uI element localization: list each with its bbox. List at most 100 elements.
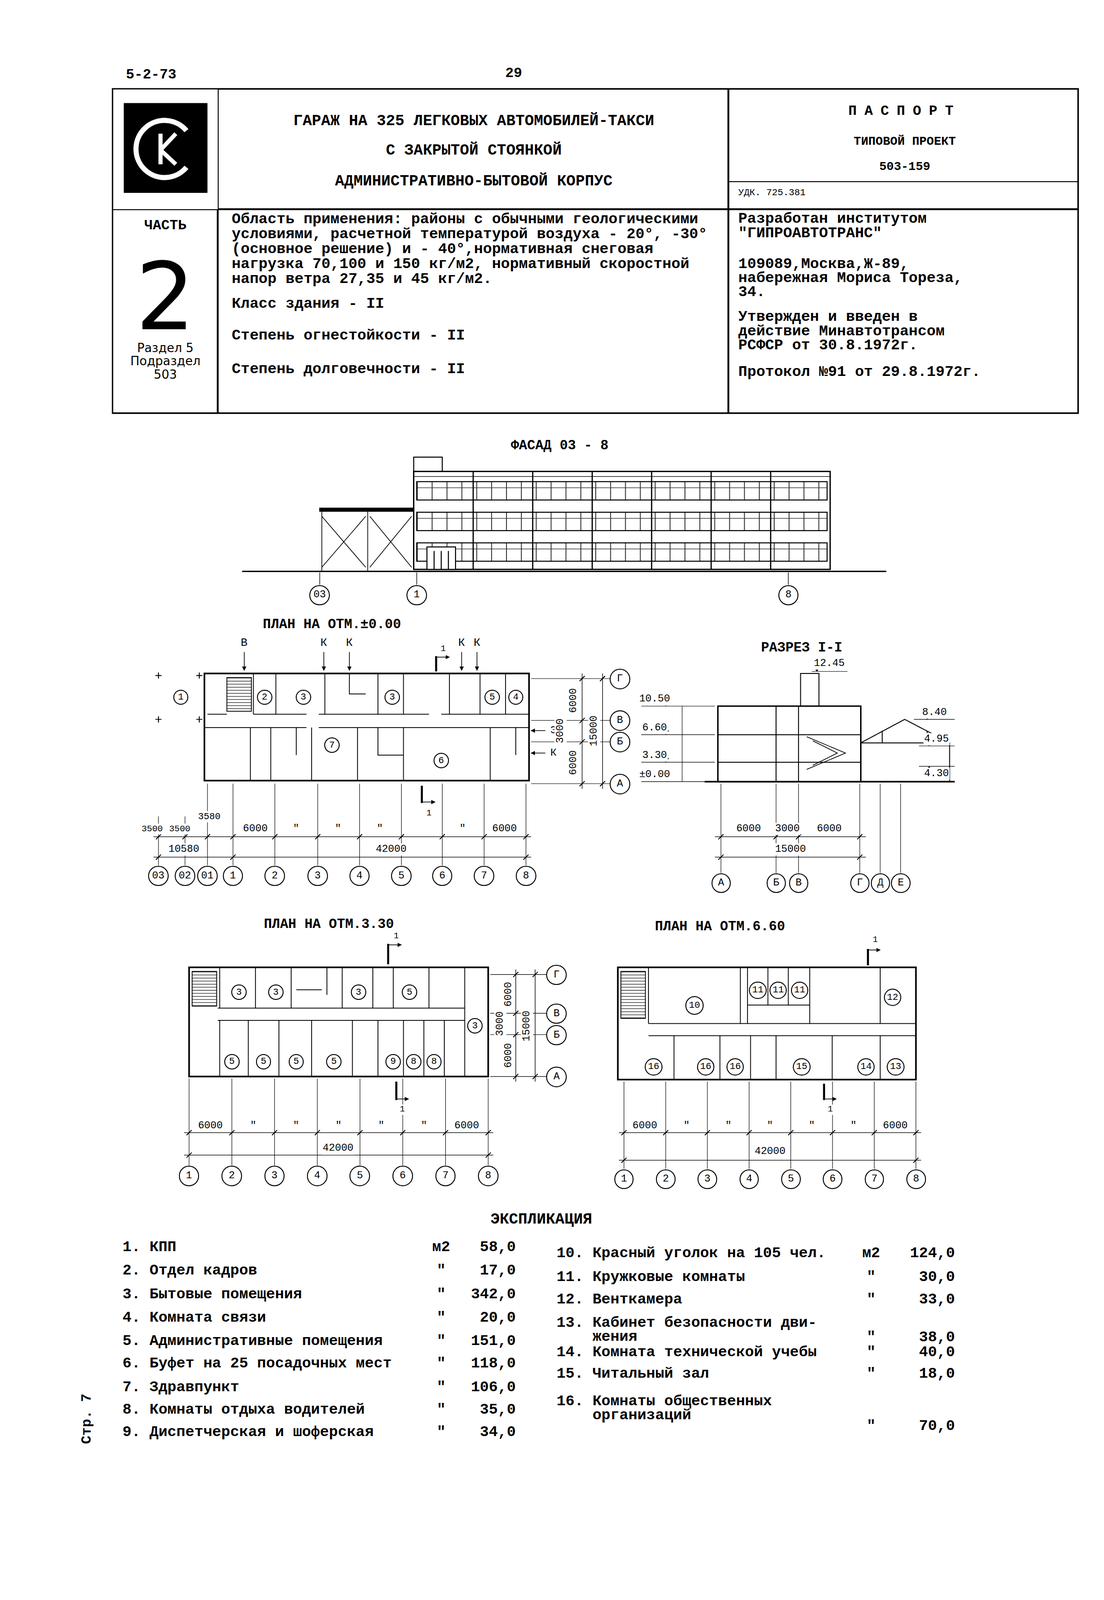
circle-number: 5 — [356, 1171, 364, 1182]
title-block-text: ЧАСТЬ — [144, 217, 187, 235]
dimension-label: 6000 — [882, 1120, 909, 1133]
drawing-title: ЭКСПЛИКАЦИЯ — [490, 1210, 593, 1230]
explication-cell: " — [436, 1286, 446, 1304]
circle-number: 5 — [260, 1057, 267, 1067]
circle-number: 7 — [442, 1171, 449, 1182]
room-number-circle: 3 — [268, 984, 284, 1001]
explication-cell: 7. Здравпункт — [122, 1378, 240, 1397]
title-block-text: Разработан институтом "ГИПРОАВТОТРАНС" — [738, 212, 993, 241]
title-block-text: Область применения: районы с обычными ге… — [231, 212, 711, 287]
explication-cell: м2 — [432, 1239, 450, 1257]
dimension-label: 6000 — [816, 823, 843, 836]
marker-label: 1 — [439, 644, 447, 655]
dimension-label: 8.40 — [921, 706, 948, 720]
circle-number: 8 — [431, 1057, 437, 1067]
title-block-cell: ГАРАЖ НА 325 ЛЕГКОВЫХ АВТОМОБИЛЕЙ-ТАКСИС… — [217, 88, 729, 210]
axis-bubble: 8 — [778, 585, 799, 606]
axis-bubble: 5 — [781, 1169, 801, 1190]
room-number-circle: 16 — [726, 1058, 744, 1076]
dimension-label: 42000 — [374, 843, 408, 856]
axis-bubble: 7 — [473, 866, 495, 887]
marker-label: 1 — [871, 935, 879, 946]
page-note: 29 — [505, 64, 523, 82]
axis-bubble: 01 — [197, 866, 218, 887]
title-block-cell: Область применения: районы с обычными ге… — [217, 209, 729, 414]
marker-label: К — [344, 636, 354, 651]
circle-number: Г — [553, 970, 560, 981]
circle-number: А — [616, 779, 623, 790]
explication-cell: 6. Буфет на 25 посадочных мест — [122, 1355, 392, 1374]
dimension-label: 6000 — [242, 823, 269, 836]
room-number-circle: 14 — [857, 1058, 875, 1076]
circle-number: 6 — [439, 871, 446, 882]
axis-bubble: 4 — [349, 866, 371, 887]
dimension-label: 6000 — [502, 1042, 515, 1070]
dimension-label: " — [376, 823, 385, 836]
marker-label: 1 — [398, 1104, 406, 1116]
room-number-circle: 13 — [886, 1058, 905, 1076]
dimension-label: " — [377, 1120, 386, 1133]
marker-label: К — [472, 636, 482, 651]
title-block-text: 2 — [135, 250, 195, 344]
title-block-text: 503-159 — [879, 160, 931, 175]
circle-number: 3 — [471, 1021, 478, 1032]
circle-number: 02 — [178, 871, 191, 882]
circle-number: В — [616, 715, 623, 727]
circle-number: 2 — [228, 1171, 235, 1182]
explication-cell: 38,0 — [918, 1328, 955, 1347]
axis-bubble: 02 — [174, 866, 196, 887]
circle-number: 8 — [785, 590, 792, 601]
explication-cell: 8. Комнаты отдыха водителей — [122, 1401, 365, 1420]
room-number-circle: 3 — [231, 984, 247, 1001]
circle-number: 13 — [890, 1062, 902, 1072]
circle-number: В — [795, 878, 802, 889]
circle-number: Б — [773, 878, 780, 889]
title-block-text: ТИПОВОЙ ПРОЕКТ — [853, 134, 956, 150]
room-number-circle: 16 — [697, 1058, 715, 1076]
dimension-label: 3500 — [168, 824, 192, 835]
circle-number: 7 — [328, 740, 335, 751]
axis-bubble: 8 — [515, 866, 537, 887]
room-number-circle: 7 — [324, 737, 340, 754]
axis-bubble: 2 — [264, 866, 285, 887]
circle-number: 8 — [484, 1171, 492, 1182]
explication-cell: " — [866, 1417, 876, 1436]
explication-cell: 2. Отдел кадров — [122, 1262, 257, 1281]
dimension-label: " — [292, 1120, 300, 1133]
ground-floor-plan — [153, 652, 610, 866]
marker-label: К — [319, 636, 328, 651]
explication-cell: 5. Административные помещения — [122, 1332, 383, 1351]
circle-number: 3 — [271, 1171, 278, 1182]
circle-number: 5 — [398, 871, 405, 882]
circle-number: 8 — [912, 1174, 919, 1185]
circle-number: В — [553, 1009, 560, 1020]
axis-bubble: 8 — [477, 1166, 499, 1187]
title-block-text: Протокол №91 от 29.8.1972г. — [738, 365, 993, 380]
title-block-cell: ЧАСТЬ2Раздел 5 Подраздел 503 — [112, 209, 218, 414]
axis-bubble: 7 — [864, 1169, 885, 1190]
circle-number: 7 — [481, 871, 488, 882]
circle-number: 12 — [886, 993, 898, 1003]
explication-cell: 14. Комната технической учебы — [556, 1344, 817, 1362]
explication-cell: 12. Венткамера — [556, 1290, 683, 1309]
dimension-label: ±0.00 — [638, 769, 671, 782]
dimension-label: 6000 — [502, 981, 515, 1009]
circle-number: 3 — [300, 692, 307, 703]
explication-cell: " — [436, 1262, 446, 1281]
axis-bubble: Г — [609, 669, 631, 690]
dimension-label: 10.50 — [638, 693, 671, 706]
dimension-label: 6000 — [735, 823, 763, 836]
explication-cell: 106,0 — [470, 1378, 516, 1397]
circle-number: 2 — [662, 1174, 669, 1185]
room-number-circle: 16 — [644, 1058, 663, 1076]
explication-cell: 11. Кружковые комнаты — [556, 1268, 745, 1287]
axis-bubble: Г — [546, 965, 567, 986]
explication-cell: 342,0 — [470, 1286, 516, 1304]
explication-cell: " — [436, 1401, 446, 1420]
explication-cell: " — [866, 1268, 876, 1287]
title-block-cell: Разработан институтом "ГИПРОАВТОТРАНС"10… — [728, 209, 1079, 414]
explication-cell: 40,0 — [918, 1344, 955, 1362]
dimension-label: 6000 — [631, 1120, 659, 1133]
explication-cell: 3. Бытовые помещения — [122, 1286, 302, 1304]
